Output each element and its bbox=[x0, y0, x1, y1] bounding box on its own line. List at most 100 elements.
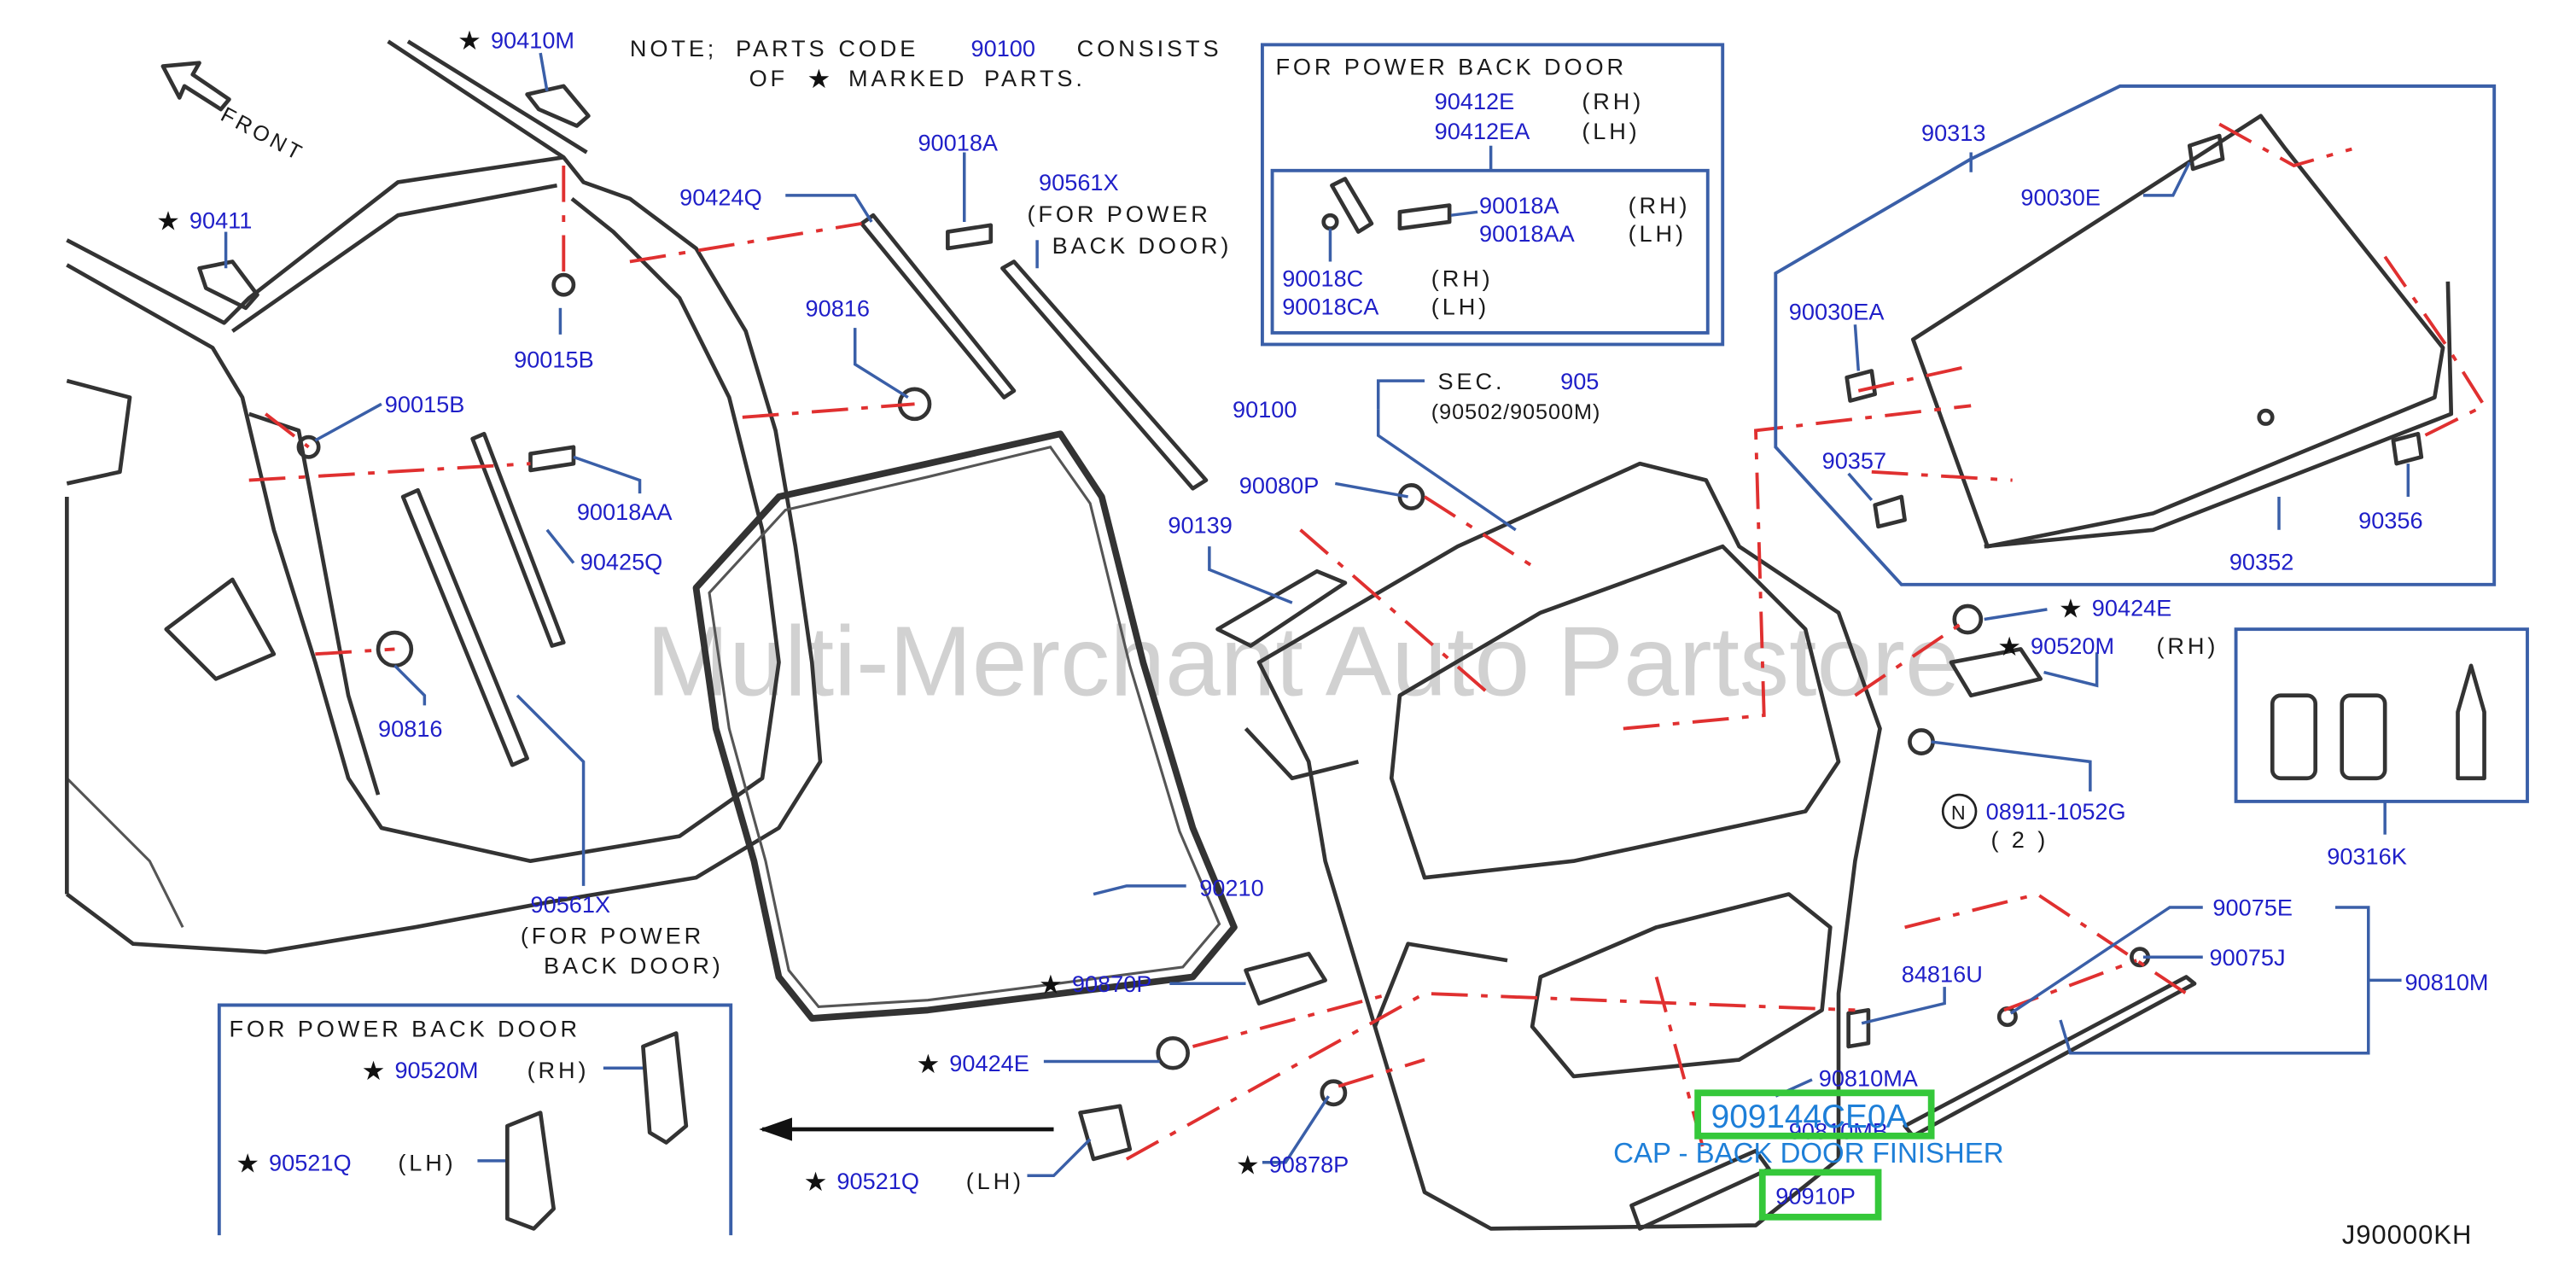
n-symbol: N bbox=[1951, 802, 1966, 824]
note: NOTE; PARTS CODE 90100 CONSISTS OF ★ MAR… bbox=[630, 35, 1222, 94]
part-label: 90424Q bbox=[679, 184, 762, 211]
part-label: 90313 bbox=[1921, 120, 1985, 146]
part-label: 90356 bbox=[2358, 507, 2422, 533]
part-label: 90520M bbox=[394, 1057, 478, 1083]
part-labels: ★ 90410M ★ 90411 90424Q 90018A 90561X (F… bbox=[156, 26, 2488, 1250]
part-label: 90561X bbox=[531, 891, 611, 918]
part-label: 90810MB bbox=[1789, 1118, 1888, 1145]
part-label: 90075E bbox=[2212, 895, 2293, 921]
vehicle-body-drawing bbox=[65, 39, 823, 954]
watermark: Multi-Merchant Auto Partstore bbox=[646, 606, 1960, 717]
star-icon: ★ bbox=[2059, 594, 2083, 624]
side-label: (LH) bbox=[966, 1168, 1024, 1194]
power-back-door-box-bottom: FOR POWER BACK DOOR ★ 90520M (RH) ★ 9052… bbox=[217, 1003, 733, 1236]
highlight-box-selected-code[interactable] bbox=[1758, 1169, 1882, 1221]
part-label: 90015B bbox=[514, 347, 594, 373]
highlight-part-number[interactable]: 909144CE0A bbox=[1711, 1099, 1909, 1135]
front-arrow-icon bbox=[160, 61, 231, 112]
note-word: PARTS. bbox=[984, 65, 1086, 91]
highlight-caption: CAP - BACK DOOR FINISHER bbox=[1613, 1137, 2003, 1169]
part-label: 90018A bbox=[1479, 192, 1559, 219]
spoiler-group-bracket bbox=[1774, 84, 2497, 586]
selected-part-code[interactable]: 90910P bbox=[1775, 1182, 1856, 1209]
spoiler-drawing bbox=[1845, 114, 2454, 549]
note-label: BACK DOOR) bbox=[544, 953, 724, 979]
star-icon: ★ bbox=[1236, 1150, 1260, 1180]
part-label: 90412EA bbox=[1435, 118, 1531, 144]
sec-label: SEC. bbox=[1438, 368, 1506, 394]
star-icon: ★ bbox=[1039, 970, 1063, 1000]
star-icon: ★ bbox=[1997, 632, 2021, 662]
part-label: 90424E bbox=[949, 1050, 1029, 1076]
part-label: 90561X bbox=[1039, 169, 1119, 195]
part-label: 90015B bbox=[385, 391, 465, 417]
note-label: (FOR POWER bbox=[521, 923, 704, 949]
part-label: 90412E bbox=[1435, 88, 1515, 114]
note-word: CONSISTS bbox=[1077, 35, 1222, 61]
side-label: (LH) bbox=[398, 1149, 456, 1175]
part-label: 90425Q bbox=[580, 548, 663, 574]
note-word: PARTS bbox=[736, 35, 827, 61]
back-door-drawing bbox=[1244, 461, 1882, 1231]
diagram-code: J90000KH bbox=[2342, 1220, 2473, 1250]
part-label: 90030E bbox=[2020, 184, 2101, 211]
front-label: FRONT bbox=[217, 102, 308, 166]
side-label: (RH) bbox=[1582, 88, 1644, 114]
part-label: 90100 bbox=[1233, 396, 1297, 423]
part-label: 90870P bbox=[1072, 971, 1152, 997]
star-icon: ★ bbox=[458, 26, 481, 55]
part-label: 90018C bbox=[1282, 265, 1363, 292]
side-label: (RH) bbox=[1629, 192, 1691, 219]
part-label: 90410M bbox=[491, 26, 574, 53]
side-label: (LH) bbox=[1629, 220, 1687, 247]
note-word: NOTE; bbox=[630, 35, 717, 61]
part-label: 90810M bbox=[2404, 969, 2488, 995]
part-label: 90816 bbox=[806, 295, 870, 322]
part-label: 90357 bbox=[1822, 447, 1886, 474]
note-word: OF bbox=[749, 65, 788, 91]
highlight-box-part-number[interactable] bbox=[1694, 1089, 1935, 1140]
selected-part-highlight[interactable]: 909144CE0A CAP - BACK DOOR FINISHER 9091… bbox=[1613, 1089, 2004, 1221]
note-word: MARKED bbox=[848, 65, 967, 91]
star-icon: ★ bbox=[804, 1167, 828, 1197]
part-label: 08911-1052G bbox=[1986, 798, 2126, 825]
star-icon: ★ bbox=[156, 207, 180, 236]
part-label: 90030EA bbox=[1789, 298, 1885, 324]
part-label: 90139 bbox=[1168, 512, 1232, 539]
part-label: 90810MA bbox=[1819, 1065, 1919, 1092]
star-icon: ★ bbox=[362, 1056, 386, 1086]
part-label: 90352 bbox=[2229, 548, 2293, 574]
part-label: 90424E bbox=[2092, 595, 2172, 621]
weatherstrip-part bbox=[692, 430, 1238, 1022]
part-label: 90018A bbox=[918, 130, 998, 156]
side-label: (LH) bbox=[1431, 294, 1489, 320]
box-title: FOR POWER BACK DOOR bbox=[1275, 53, 1627, 79]
arrow-head-icon bbox=[759, 1117, 793, 1141]
side-label: (LH) bbox=[1582, 118, 1640, 144]
sec-number: 905 bbox=[1560, 368, 1599, 394]
part-label: 90521Q bbox=[836, 1168, 919, 1194]
touch-up-kit-drawing bbox=[2234, 627, 2529, 803]
leader-lines bbox=[224, 52, 2402, 1178]
front-indicator: FRONT bbox=[160, 61, 308, 166]
part-label: 90210 bbox=[1199, 874, 1263, 901]
note-word: CODE bbox=[838, 35, 918, 61]
note-part-code: 90100 bbox=[971, 35, 1035, 61]
part-label: 90520M bbox=[2031, 633, 2114, 659]
star-icon: ★ bbox=[807, 64, 830, 94]
quantity-label: ( 2 ) bbox=[1990, 826, 2049, 853]
n-circle-icon bbox=[1941, 793, 1978, 830]
part-label: 90411 bbox=[189, 207, 252, 234]
power-back-door-box-top: FOR POWER BACK DOOR 90412E (RH) 90412EA … bbox=[1260, 43, 1725, 347]
part-label: 90316K bbox=[2327, 843, 2407, 870]
part-label: 90080P bbox=[1239, 472, 1320, 498]
door-small-parts bbox=[1078, 483, 2197, 1231]
star-icon: ★ bbox=[916, 1049, 940, 1079]
part-label: 90816 bbox=[378, 715, 442, 742]
star-icon: ★ bbox=[236, 1148, 259, 1178]
part-label: 90018AA bbox=[1479, 220, 1576, 247]
note-label: (FOR POWER bbox=[1027, 201, 1210, 227]
side-label: (RH) bbox=[2156, 633, 2218, 659]
